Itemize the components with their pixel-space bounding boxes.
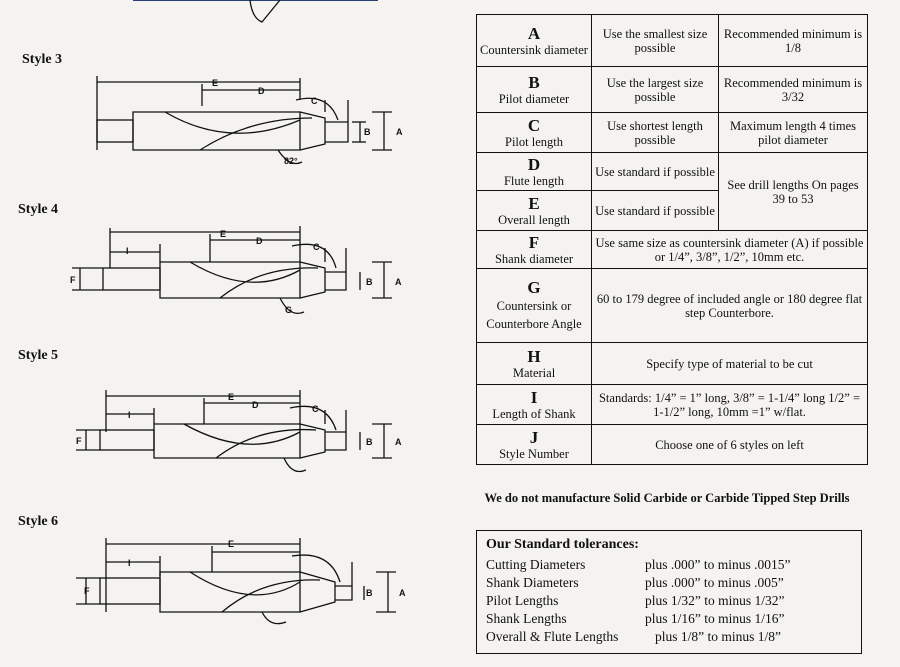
row-j-desc: Choose one of 6 styles on left — [591, 424, 868, 465]
s3-D: D — [258, 86, 265, 96]
s4-D: D — [256, 236, 263, 246]
row-h-desc: Specify type of material to be cut — [591, 342, 868, 385]
row-d-guideline: Use standard if possible — [591, 152, 719, 191]
row-a-recommendation: Recommended minimum is 1/8 — [718, 14, 868, 67]
row-b-guideline: Use the largest size possible — [591, 66, 719, 113]
s5-B: B — [366, 437, 373, 447]
s4-C: C — [313, 242, 320, 252]
row-f-desc: Use same size as countersink diameter (A… — [591, 230, 868, 269]
drill-drawings: E D C B A 82° E D I C B A — [70, 0, 406, 625]
s5-C: C — [312, 404, 319, 414]
tol-value-pilot: plus 1/32” to minus 1/32” — [645, 593, 785, 608]
style-5-drawing: E D I C B A F — [76, 390, 402, 473]
row-e-guideline: Use standard if possible — [591, 190, 719, 231]
tolerances-title: Our Standard tolerances: — [486, 537, 639, 552]
s6-E: E — [228, 539, 234, 549]
style-6-label: Style 6 — [18, 514, 59, 529]
tol-label-cutting: Cutting Diameters — [486, 557, 586, 572]
s4-G: G — [285, 305, 292, 315]
row-a-guideline: Use the smallest size possible — [591, 14, 719, 67]
s5-I: I — [128, 410, 131, 420]
row-i-desc: Standards: 1/4” = 1” long, 3/8” = 1-1/4”… — [591, 384, 868, 425]
style-4-label: Style 4 — [18, 202, 59, 217]
s6-F: F — [84, 586, 90, 596]
s3-B: B — [364, 127, 371, 137]
row-c-guideline: Use shortest length possible — [591, 112, 719, 153]
row-c-recommendation: Maximum length 4 times pilot diameter — [718, 112, 868, 153]
s6-A: A — [399, 588, 406, 598]
style-3-drawing: E D C B A 82° — [96, 76, 403, 166]
s5-F: F — [76, 436, 82, 446]
s3-angle: 82° — [284, 156, 298, 166]
tol-value-shank-len: plus 1/16” to minus 1/16” — [645, 611, 785, 626]
s3-E: E — [212, 78, 218, 88]
tol-label-pilot: Pilot Lengths — [486, 593, 559, 608]
s4-F: F — [70, 275, 76, 285]
row-g-desc: 60 to 179 degree of included angle or 18… — [591, 268, 868, 343]
top-fragment — [249, 0, 281, 23]
s4-E: E — [220, 229, 226, 239]
style-5-label: Style 5 — [18, 348, 59, 363]
tol-value-overall: plus 1/8” to minus 1/8” — [655, 629, 781, 644]
s6-B: B — [366, 588, 373, 598]
s6-I: I — [128, 558, 131, 568]
row-b-recommendation: Recommended minimum is 3/32 — [718, 66, 868, 113]
carbide-note: We do not manufacture Solid Carbide or C… — [484, 491, 850, 505]
style-4-drawing: E D I C B A F G — [70, 226, 402, 315]
style-6-drawing: E I B A F — [76, 538, 406, 625]
tol-label-shank-dia: Shank Diameters — [486, 575, 579, 590]
s3-C: C — [311, 96, 318, 106]
s3-A: A — [396, 127, 403, 137]
style-3-label: Style 3 — [22, 52, 63, 67]
row-de-drill-lengths: See drill lengths On pages 39 to 53 — [718, 152, 868, 231]
tol-value-cutting: plus .000” to minus .0015” — [645, 557, 791, 572]
s4-B: B — [366, 277, 373, 287]
s5-D: D — [252, 400, 259, 410]
s4-A: A — [395, 277, 402, 287]
tol-label-shank-len: Shank Lengths — [486, 611, 567, 626]
s4-I: I — [126, 246, 129, 256]
tol-value-shank-dia: plus .000” to minus .005” — [645, 575, 784, 590]
s5-A: A — [395, 437, 402, 447]
tolerances-box: Our Standard tolerances: Cutting Diamete… — [476, 530, 862, 654]
tol-label-overall: Overall & Flute Lengths — [486, 629, 619, 644]
s5-E: E — [228, 392, 234, 402]
